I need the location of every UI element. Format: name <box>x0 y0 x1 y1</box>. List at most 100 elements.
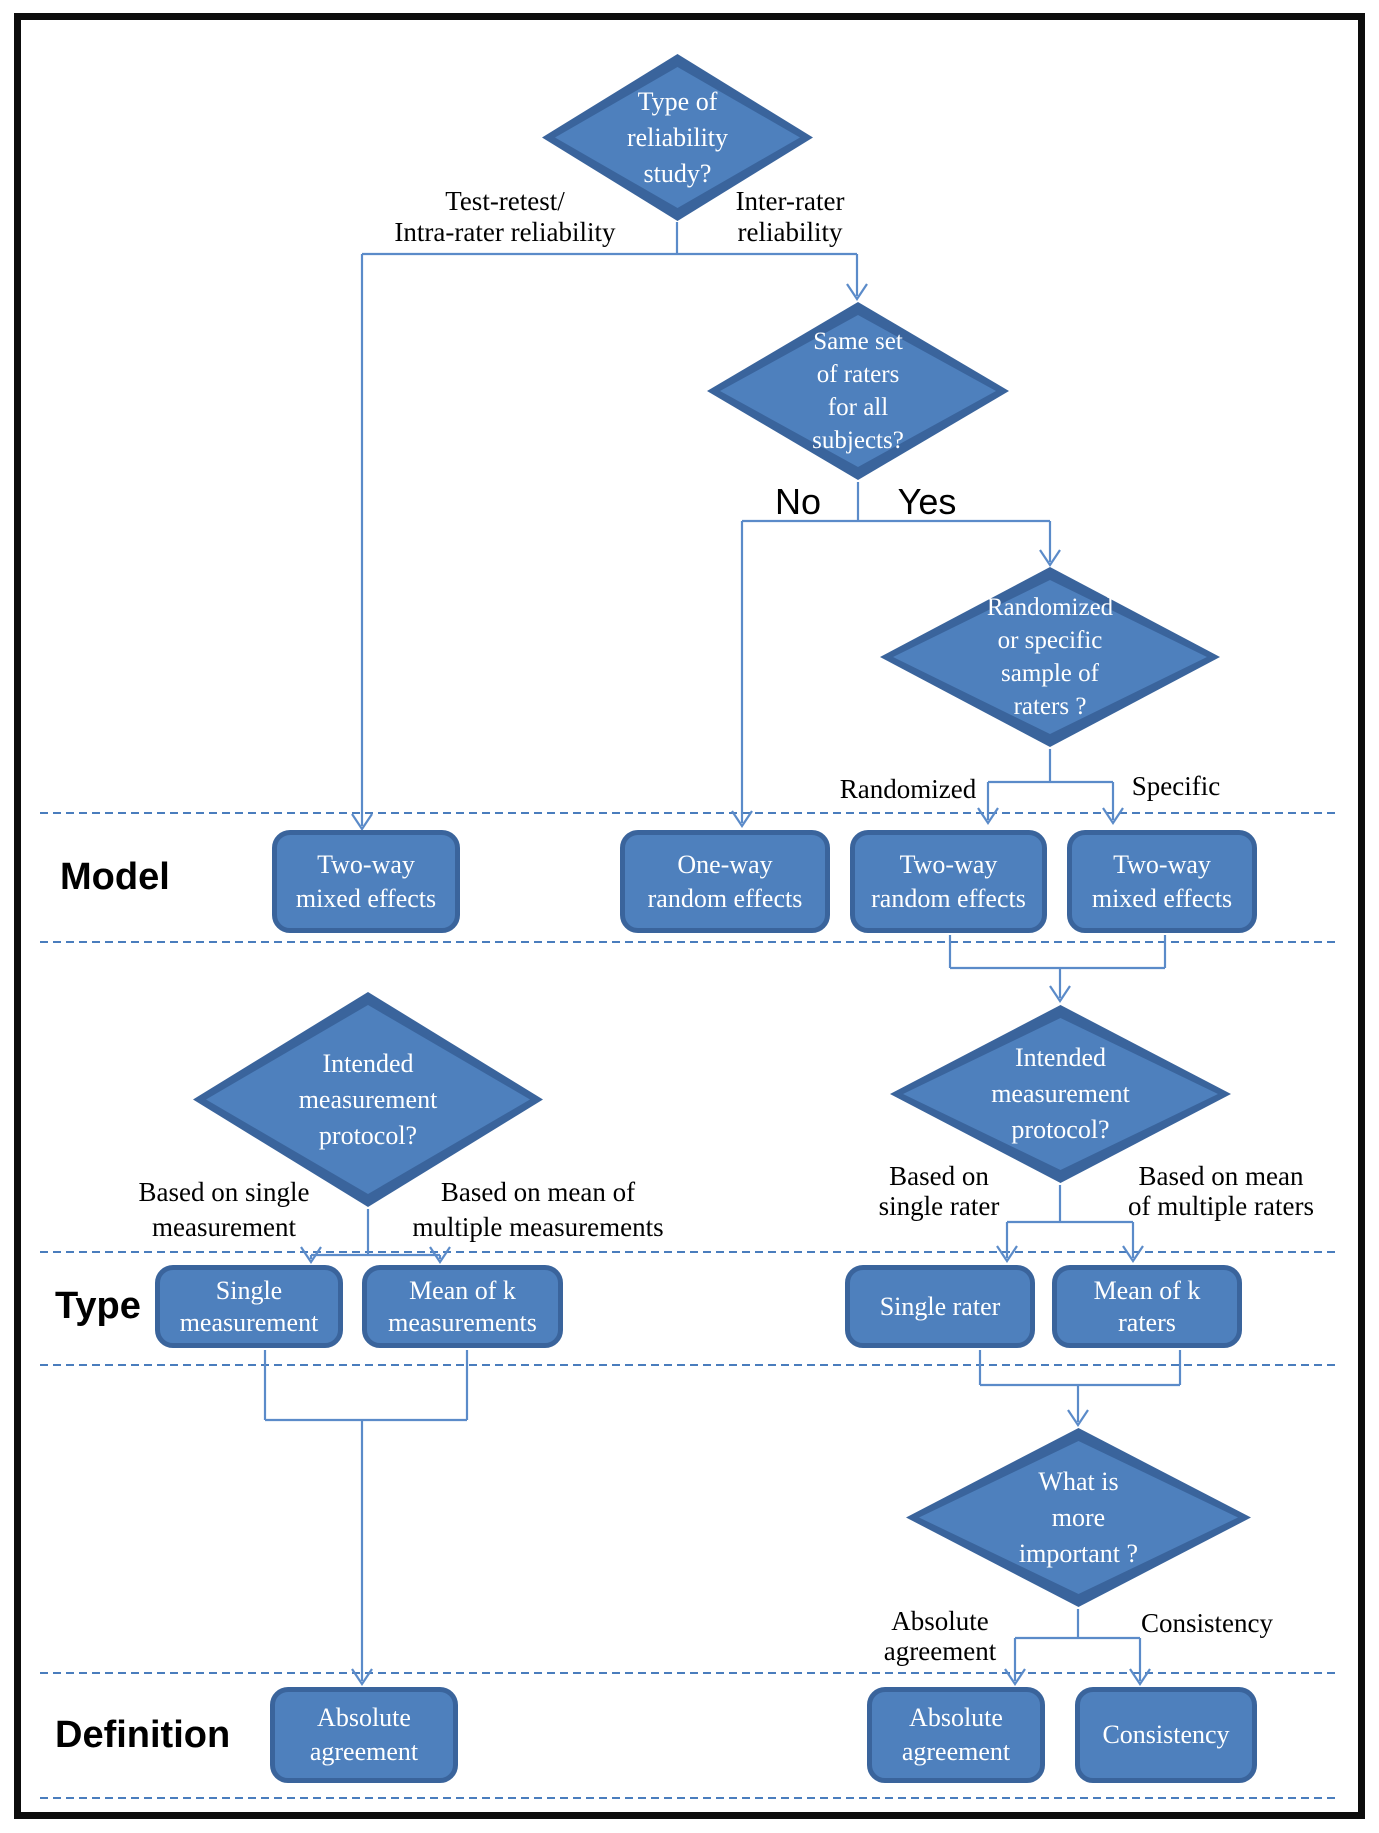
box-line: Single rater <box>879 1291 1001 1321</box>
decision-text: Type of reliability study? <box>542 54 813 221</box>
arrowhead-icon <box>1102 807 1124 825</box>
branch-label-line: measurement <box>152 1212 296 1242</box>
connector-line <box>740 482 1052 823</box>
box-line: agreement <box>901 1737 1011 1766</box>
branch-label-based-single-measurement: Based on single measurement <box>124 1175 324 1245</box>
definition-box-absolute-agreement-left: Absolute agreement <box>270 1687 458 1783</box>
decision-line: protocol? <box>1011 1115 1110 1144</box>
type-box-single-measurement: Single measurement <box>155 1265 343 1348</box>
box-line: measurements <box>388 1307 537 1337</box>
decision-line: reliability <box>626 122 729 152</box>
box-line: measurement <box>179 1307 319 1337</box>
box-line: Two-way <box>317 849 415 879</box>
row-label-model: Model <box>60 856 170 898</box>
arrowheads <box>300 283 1151 1686</box>
branch-label-based-mean-raters: Based on mean of multiple raters <box>1101 1161 1341 1221</box>
decision-intended-protocol-right: Intended measurement protocol? <box>890 1005 1231 1183</box>
branch-label-line: Based on mean <box>1138 1161 1304 1191</box>
decision-intended-protocol-left: Intended measurement protocol? <box>193 992 543 1207</box>
arrowhead-icon <box>977 807 999 825</box>
box-line: Absolute <box>317 1703 411 1732</box>
arrowhead-icon <box>1067 1409 1089 1427</box>
decision-line: What is <box>1038 1466 1119 1496</box>
box-line: One-way <box>677 849 773 879</box>
decision-same-set-of-raters: Same set of raters for all subjects? <box>707 302 1009 480</box>
arrowhead-icon <box>731 810 753 828</box>
decision-type-of-study: Type of reliability study? <box>542 54 813 221</box>
branch-label-line: reliability <box>737 217 843 247</box>
decision-line: measurement <box>298 1084 438 1114</box>
decision-line: Intended <box>1015 1043 1106 1072</box>
arrowhead-icon <box>1122 1245 1144 1263</box>
arrowhead-icon <box>351 813 373 831</box>
branch-label-line: Based on <box>889 1161 989 1191</box>
decision-text: What is more important ? <box>906 1428 1251 1607</box>
decision-line: more <box>1051 1502 1106 1532</box>
branch-label-line: Intra-rater reliability <box>394 217 616 247</box>
model-box-two-way-mixed-right: Two-way mixed effects <box>1067 830 1257 933</box>
connector-line <box>360 222 859 826</box>
decision-line: Randomized <box>986 594 1114 621</box>
branch-label-consistency: Consistency <box>1141 1608 1273 1638</box>
decision-randomized-or-specific: Randomized or specific sample of raters … <box>880 567 1220 747</box>
decision-text: Same set of raters for all subjects? <box>707 302 1009 480</box>
branch-label-line: Absolute <box>891 1606 989 1636</box>
box-line: Two-way <box>899 849 998 879</box>
arrowhead-icon <box>996 1245 1018 1263</box>
branch-label-line: multiple measurements <box>412 1212 664 1242</box>
decision-line: of raters <box>816 361 900 388</box>
definition-box-consistency: Consistency <box>1075 1687 1257 1783</box>
decision-line: Same set <box>813 328 903 355</box>
decision-line: protocol? <box>318 1120 418 1150</box>
arrowhead-icon <box>300 1246 322 1264</box>
decision-what-is-more-important: What is more important ? <box>906 1428 1251 1607</box>
branch-label-line: agreement <box>883 1636 997 1666</box>
decision-line: or specific <box>997 627 1103 654</box>
box-line: mixed effects <box>295 883 437 913</box>
box-line: mixed effects <box>1091 883 1233 913</box>
connector-line <box>1013 1609 1142 1681</box>
row-dividers <box>40 812 1338 1799</box>
box-line: Mean of k <box>1093 1275 1201 1305</box>
row-label-type: Type <box>55 1285 141 1327</box>
decision-line: important ? <box>1018 1538 1139 1568</box>
decision-line: study? <box>643 158 712 188</box>
type-box-mean-k-measurements: Mean of k measurements <box>362 1265 563 1348</box>
decision-line: sample of <box>1001 660 1099 687</box>
box-line: Single <box>215 1275 283 1305</box>
decision-text: Intended measurement protocol? <box>890 1005 1231 1183</box>
arrowhead-icon <box>351 1668 373 1686</box>
box-line: raters <box>1118 1307 1176 1337</box>
branch-label-yes: Yes <box>897 481 957 522</box>
decision-line: measurement <box>991 1079 1130 1108</box>
decision-line: for all <box>827 394 889 421</box>
connector-line <box>978 1350 1182 1422</box>
connector-line <box>948 935 1167 998</box>
box-line: Consistency <box>1102 1720 1230 1749</box>
connectors <box>263 222 1182 1681</box>
arrowhead-icon <box>846 283 868 301</box>
box-line: agreement <box>309 1737 419 1766</box>
decision-line: Intended <box>322 1048 414 1078</box>
model-box-two-way-random: Two-way random effects <box>850 830 1047 933</box>
branch-label-line: Test-retest/ <box>445 186 565 216</box>
box-line: Mean of k <box>409 1275 516 1305</box>
branch-label-no: No <box>774 481 822 522</box>
branch-label-based-mean-measurements: Based on mean of multiple measurements <box>408 1175 668 1245</box>
diagram-border-frame <box>14 13 1365 1819</box>
branch-label-line: Based on mean of <box>440 1177 636 1207</box>
arrowhead-icon <box>1049 985 1071 1003</box>
branch-label-line: Based on single <box>138 1177 310 1207</box>
model-box-one-way-random: One-way random effects <box>620 830 830 933</box>
branch-label-absolute-agreement: Absolute agreement <box>860 1606 1020 1666</box>
branch-label-based-single-rater: Based on single rater <box>859 1161 1019 1221</box>
box-line: random effects <box>871 883 1026 913</box>
decision-line: raters ? <box>1013 693 1087 720</box>
connector-line <box>986 749 1115 820</box>
branch-label-randomized: Randomized <box>839 774 977 804</box>
decision-line: subjects? <box>812 427 904 454</box>
box-line: Two-way <box>1113 849 1211 879</box>
arrowhead-icon <box>1039 549 1061 567</box>
arrowhead-icon <box>429 1246 451 1264</box>
